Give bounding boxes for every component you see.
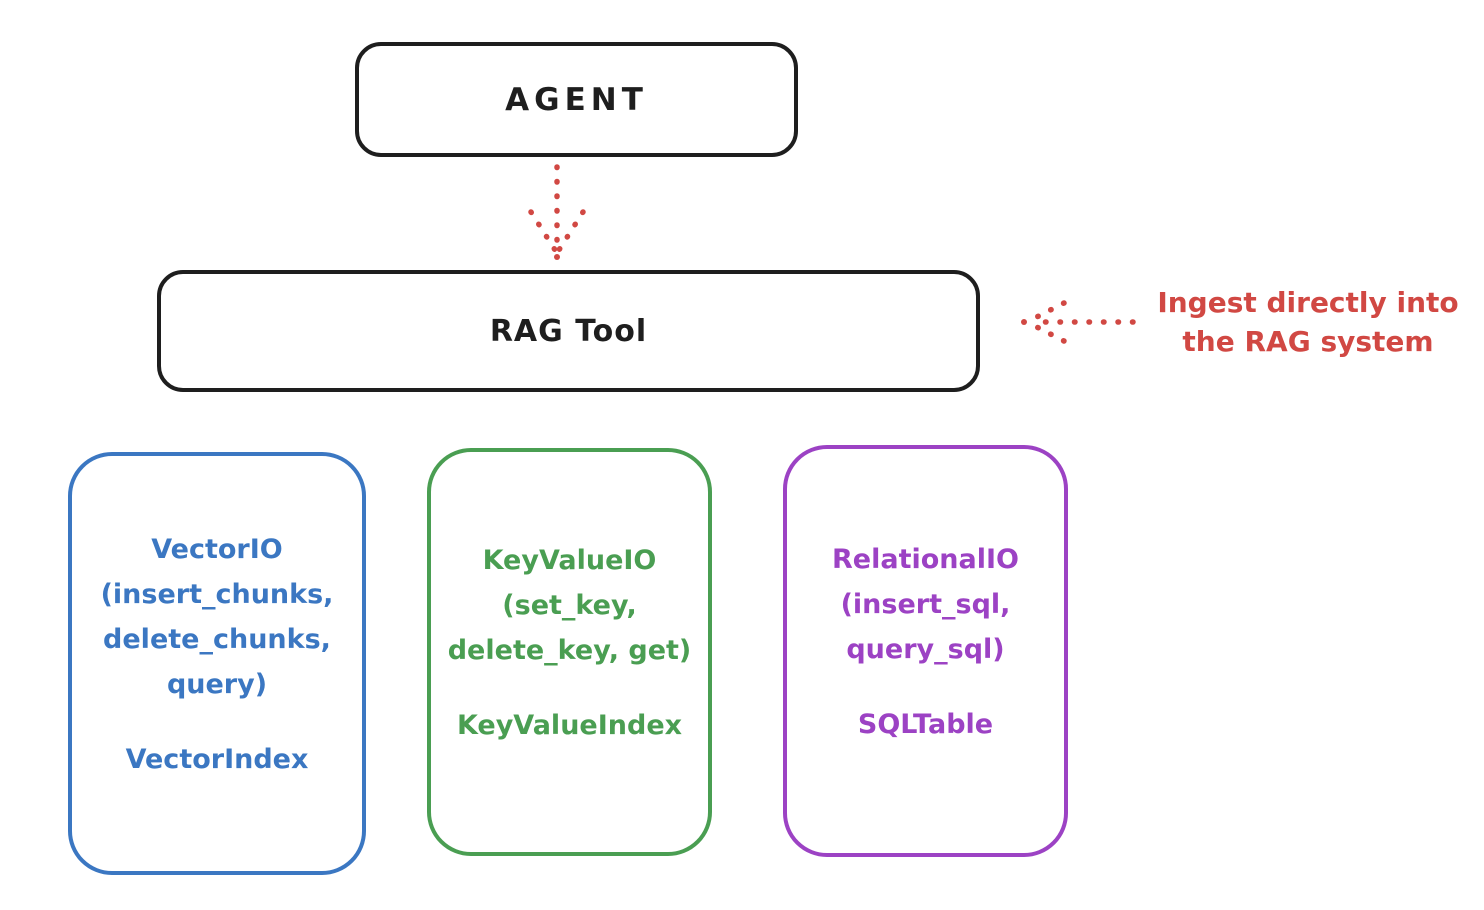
vector-io-line: (insert_chunks, xyxy=(100,579,334,610)
agent-to-rag-arrow xyxy=(528,164,586,260)
relational-io-line: (insert_sql, xyxy=(840,589,1011,620)
keyvalue-io-line: KeyValueIO xyxy=(482,545,657,576)
keyvalue-io-line: delete_key, get) xyxy=(447,635,692,666)
relational-io-line: RelationalIO xyxy=(832,544,1019,575)
ingest-annotation-line2: the RAG system xyxy=(1182,325,1434,358)
rag-tool-label: RAG Tool xyxy=(489,313,648,349)
keyvalue-io-line: (set_key, xyxy=(502,590,637,621)
keyvalue-index-label: KeyValueIndex xyxy=(456,710,683,741)
vector-index-label: VectorIndex xyxy=(125,744,309,775)
agent-label: AGENT xyxy=(505,81,648,118)
ingest-annotation: Ingest directly into the RAG system xyxy=(1138,283,1478,361)
backend-box-relational-io: RelationalIO (insert_sql, query_sql) SQL… xyxy=(783,445,1068,857)
agent-node: AGENT xyxy=(355,42,798,157)
backend-box-vector-io: VectorIO (insert_chunks, delete_chunks, … xyxy=(68,452,366,875)
vector-io-line: VectorIO xyxy=(151,534,283,565)
rag-tool-node: RAG Tool xyxy=(157,270,980,392)
relational-io-line: query_sql) xyxy=(846,634,1005,665)
ingest-annotation-line1: Ingest directly into xyxy=(1157,286,1459,319)
sql-table-label: SQLTable xyxy=(857,709,994,740)
vector-io-line: query) xyxy=(166,669,268,700)
backend-box-keyvalue-io: KeyValueIO (set_key, delete_key, get) Ke… xyxy=(427,448,712,856)
vector-io-line: delete_chunks, xyxy=(103,624,331,655)
annotation-to-rag-arrow xyxy=(1021,300,1136,344)
